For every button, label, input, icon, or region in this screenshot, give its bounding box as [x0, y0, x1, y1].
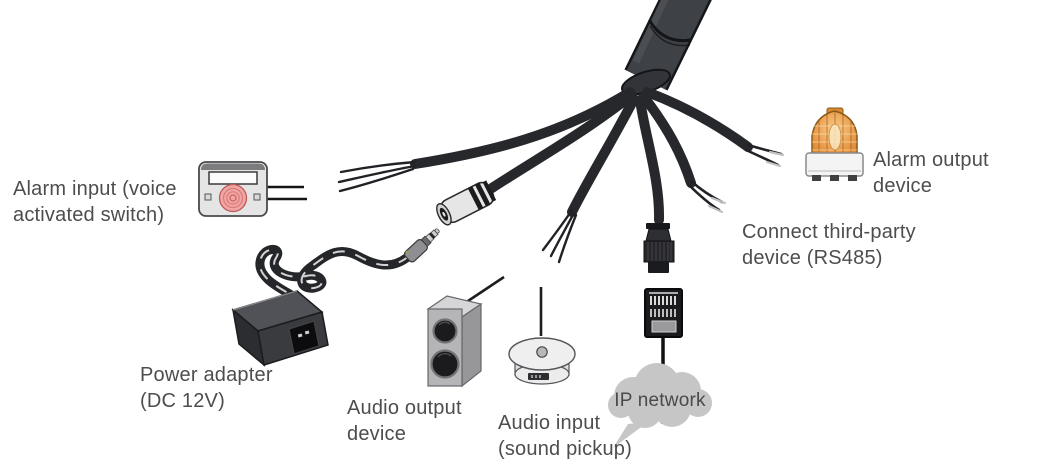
rj45-plug-icon — [643, 223, 675, 273]
power-adapter-icon — [231, 245, 414, 367]
audio-output-device-icon — [426, 275, 505, 388]
rj45-port-icon — [644, 288, 683, 424]
power-plug-icon — [403, 228, 440, 263]
audio-input-pickup-icon — [508, 287, 576, 385]
alarm-beacon-icon — [805, 107, 864, 181]
power-adapter-label: Power adapter (DC 12V) — [140, 364, 273, 412]
ip-network-cloud-icon — [608, 363, 712, 448]
alarm-input-label: Alarm input (voice activated switch) — [13, 178, 177, 226]
audio-input-label: Audio input (sound pickup) — [498, 412, 632, 460]
alarm-input-switch-icon — [198, 161, 307, 217]
cable-harness-icon — [337, 0, 785, 264]
audio-output-label: Audio output device — [347, 397, 462, 445]
third-party-label: Connect third-party device (RS485) — [742, 221, 916, 269]
ip-network-label: IP network — [614, 390, 706, 411]
dc-power-jack-icon — [436, 180, 497, 226]
alarm-output-label: Alarm output device — [873, 149, 989, 197]
